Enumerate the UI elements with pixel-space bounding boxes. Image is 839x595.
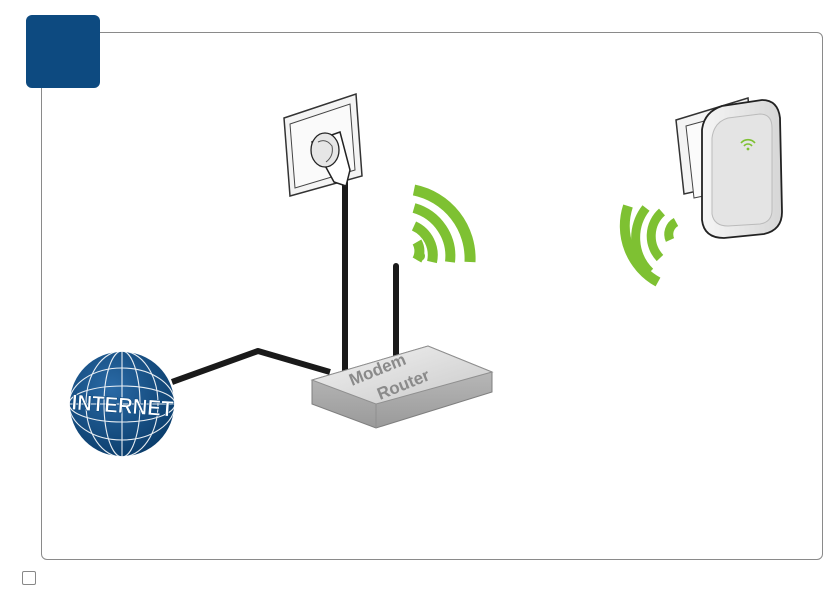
internet-cable — [172, 351, 330, 382]
wall-socket — [284, 94, 362, 196]
internet-globe: INTERNET — [69, 351, 175, 457]
repeater-wifi-icon — [625, 206, 676, 282]
network-cables — [172, 180, 345, 382]
footer-checkbox[interactable] — [22, 571, 36, 585]
modem-router: Modem Router — [312, 266, 492, 428]
wifi-repeater — [676, 98, 782, 238]
router-wifi-icon — [414, 190, 470, 262]
